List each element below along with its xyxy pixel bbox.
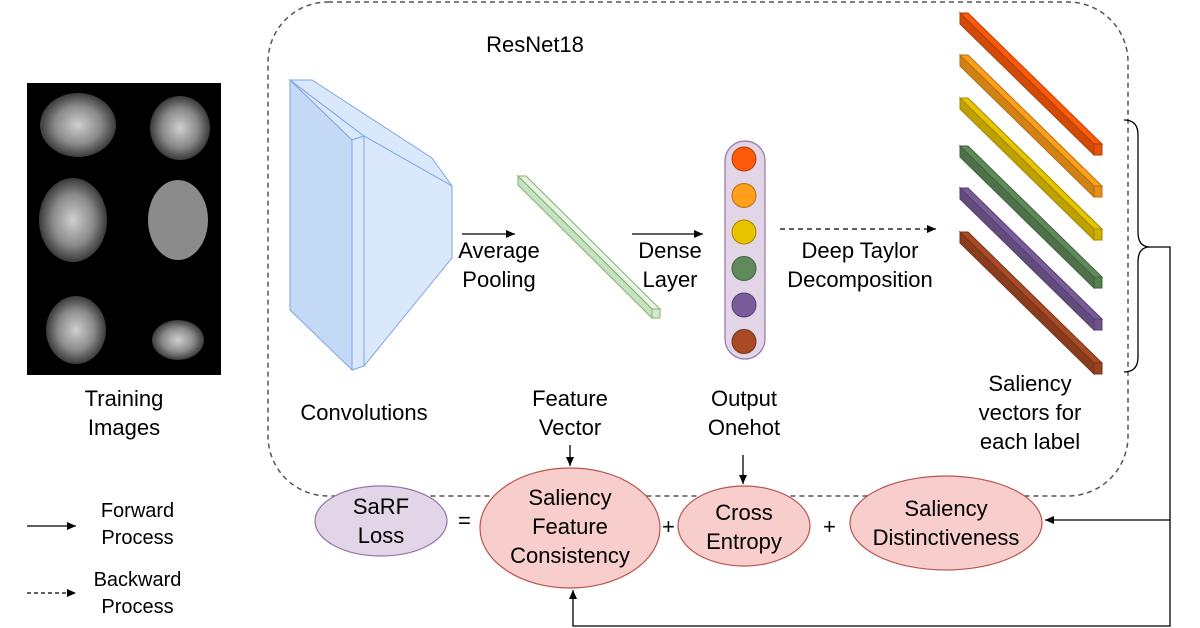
cross-entropy-label: Cross Entropy	[706, 500, 782, 554]
saliency-vectors-label: Saliency vectors for each label	[978, 371, 1082, 454]
brain-slice-3	[39, 178, 107, 262]
onehot-circle	[731, 256, 757, 281]
onehot-circle	[731, 146, 757, 172]
output-onehot-label: Output Onehot	[707, 386, 781, 440]
cross-entropy-ellipse	[677, 485, 811, 567]
convolution-block	[288, 78, 453, 372]
saliency-vector-bar	[958, 53, 1104, 199]
dense-layer-label: Dense Layer	[638, 238, 702, 292]
onehot-circle	[731, 219, 757, 245]
saliency-vector-bar	[958, 186, 1104, 332]
saliency-vector-bar	[958, 96, 1104, 242]
saliency-vector-bar	[958, 11, 1104, 157]
feedback-connector	[569, 246, 1171, 627]
resnet-container	[267, 1, 1129, 497]
convolutions-label: Convolutions	[300, 400, 428, 425]
brain-slice-4	[148, 180, 208, 260]
training-images-panel	[27, 83, 221, 375]
saliency-vector-bar	[958, 230, 1104, 376]
output-onehot-capsule	[724, 140, 766, 360]
plus-sign-1: +	[662, 514, 675, 539]
brain-slice-6	[152, 320, 204, 360]
plus-sign-2: +	[823, 514, 836, 539]
saliency-feature-consistency-ellipse	[479, 467, 661, 589]
sarf-loss-ellipse	[314, 485, 448, 557]
saliency-feature-consistency-label: Saliency Feature Consistency	[510, 485, 630, 568]
legend-forward-label: Forward Process	[100, 500, 175, 549]
onehot-circle	[731, 329, 757, 354]
onehot-circle	[731, 183, 757, 208]
average-pooling-label: Average Pooling	[458, 238, 540, 292]
brain-slice-2	[150, 96, 210, 160]
resnet-title: ResNet18	[486, 32, 584, 57]
deep-taylor-label: Deep Taylor Decomposition	[787, 238, 933, 292]
legend-backward-label: Backward Process	[93, 569, 182, 618]
brain-slice-1	[40, 93, 116, 157]
saliency-vector-bar	[958, 144, 1104, 290]
saliency-distinctiveness-ellipse	[849, 475, 1043, 571]
onehot-circle	[731, 292, 757, 318]
training-images-label: Training Images	[84, 386, 164, 440]
brain-slice-5	[46, 296, 106, 364]
sarf-loss-label: SaRF Loss	[352, 494, 410, 548]
equals-sign: =	[458, 508, 471, 533]
feature-vector-label: Feature Vector	[532, 386, 608, 440]
feature-vector-bar	[516, 174, 662, 320]
saliency-distinctiveness-label: Saliency Distinctiveness	[872, 496, 1020, 550]
